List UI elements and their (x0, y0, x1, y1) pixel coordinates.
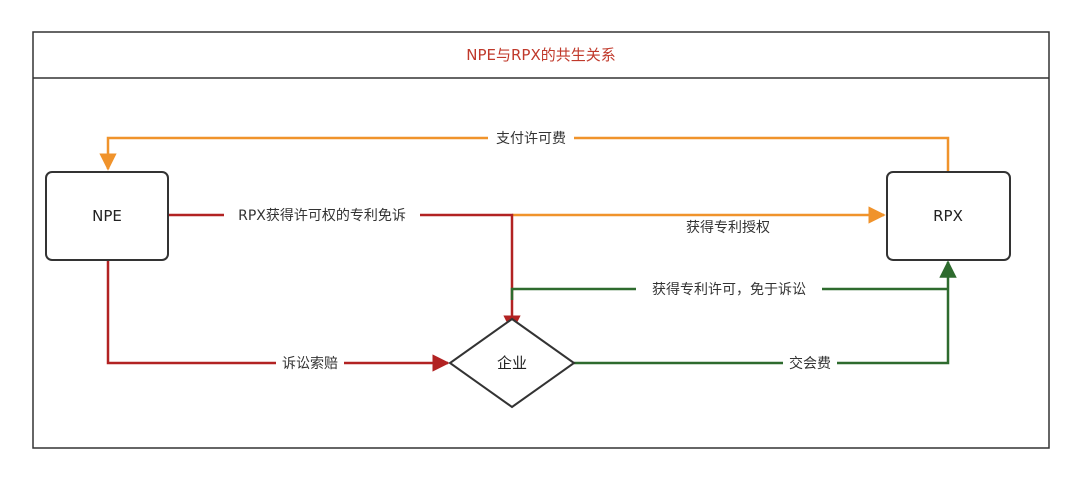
node-enterprise[interactable] (448, 317, 576, 409)
label-bg-pay-membership-fee (783, 354, 837, 372)
edge-label-get-license-immunity: 获得专利许可，免于诉讼 (652, 281, 806, 298)
node-rpx-label: RPX (933, 207, 963, 225)
label-bg-get-license-immunity (636, 280, 822, 298)
edge-label-litigation-claim: 诉讼索赔 (282, 355, 338, 372)
node-npe[interactable] (45, 171, 169, 261)
edge-label-pay-membership-fee: 交会费 (789, 355, 831, 372)
diagram-title: NPE与RPX的共生关系 (466, 46, 616, 64)
node-rpx[interactable] (886, 171, 1011, 261)
node-enterprise-label: 企业 (497, 354, 527, 372)
edge-pay-membership-fee (574, 260, 957, 365)
label-bg-litigation-claim (276, 354, 344, 372)
edge-label-pay-license-fee: 支付许可费 (496, 131, 566, 147)
label-bg-pay-license-fee (488, 129, 574, 147)
edge-label-get-patent-authorization: 获得专利授权 (686, 219, 770, 236)
edge-label-rpx-license-immunity: RPX获得许可权的专利免诉 (238, 207, 406, 224)
node-npe-label: NPE (92, 207, 122, 225)
label-bg-rpx-license-immunity (224, 206, 420, 224)
